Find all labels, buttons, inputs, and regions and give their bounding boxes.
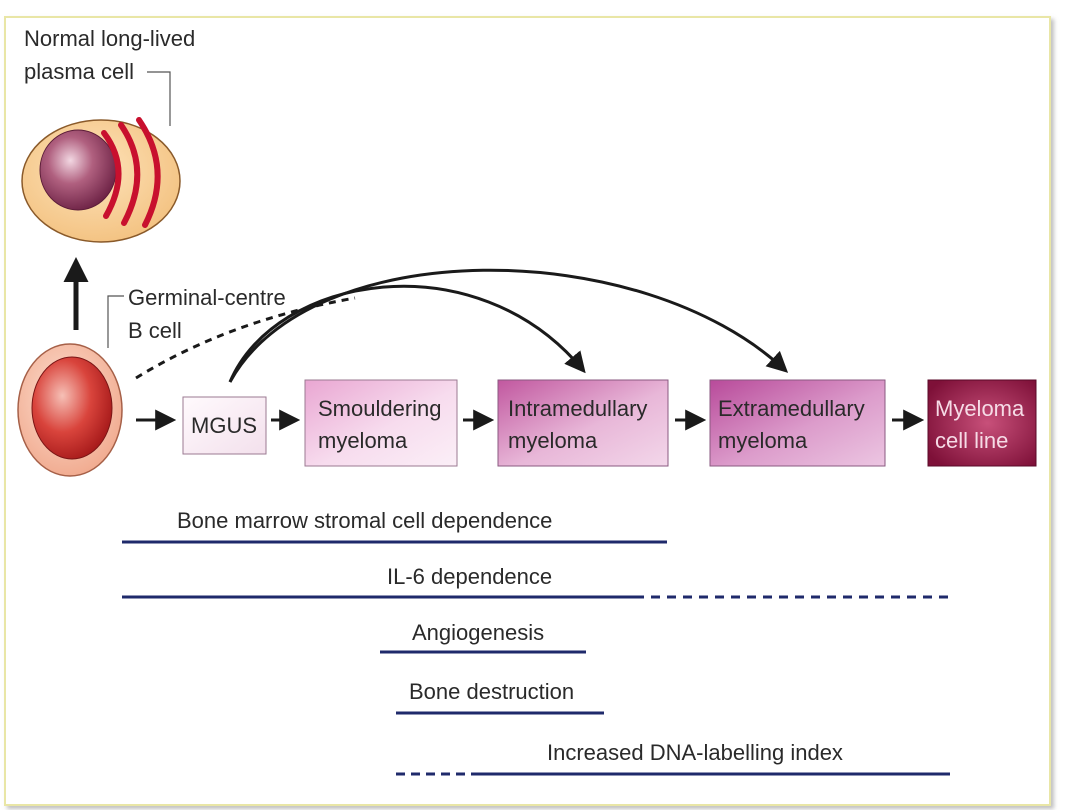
stage-mgus: MGUS xyxy=(182,396,267,455)
b-cell-label-line1: Germinal-centre xyxy=(128,285,286,310)
feature-label: Bone destruction xyxy=(409,679,574,704)
feature-il6-dependence: IL-6 dependence xyxy=(122,564,950,599)
plasma-cell xyxy=(21,117,181,243)
stage-cell-line-label-line2: cell line xyxy=(935,428,1008,453)
stage-mgus-label: MGUS xyxy=(191,413,257,438)
stage-cell-line-label-line1: Myeloma xyxy=(935,396,1025,421)
feature-label: Angiogenesis xyxy=(412,620,544,645)
arc-mgus-to-intramedullary xyxy=(228,284,586,383)
stage-cell-line-box xyxy=(927,379,1037,467)
stage-extramedullary-label-line1: Extramedullary xyxy=(718,396,865,421)
germinal-centre-b-cell xyxy=(17,343,123,477)
b-cell-leader-line xyxy=(107,295,124,348)
stage-mgus-box xyxy=(182,396,267,455)
stage-extramedullary-label-line2: myeloma xyxy=(718,428,808,453)
feature-label: IL-6 dependence xyxy=(387,564,552,589)
feature-angiogenesis: Angiogenesis xyxy=(380,620,586,654)
b-cell-label-line2: B cell xyxy=(128,318,182,343)
stage-intramedullary-label-line2: myeloma xyxy=(508,428,598,453)
stage-smouldering-box xyxy=(304,379,458,467)
feature-label: Increased DNA-labelling index xyxy=(547,740,843,765)
dashed-transformation-path xyxy=(135,296,356,380)
b-cell-nucleus xyxy=(31,356,113,460)
plasma-cell-nucleus xyxy=(39,129,117,211)
stage-smouldering-label-line1: Smouldering xyxy=(318,396,442,421)
stage-intramedullary-label-line1: Intramedullary xyxy=(508,396,647,421)
stage-myeloma-cell-line: Myeloma cell line xyxy=(927,379,1037,467)
stage-extramedullary-box xyxy=(709,379,886,467)
feature-increased-dna-labelling-index: Increased DNA-labelling index xyxy=(396,740,950,776)
feature-bone-destruction: Bone destruction xyxy=(396,679,604,715)
stage-intramedullary-myeloma: Intramedullary myeloma xyxy=(497,379,669,467)
arc-mgus-to-extramedullary xyxy=(228,268,789,383)
stage-intramedullary-box xyxy=(497,379,669,467)
rough-er-icon xyxy=(101,117,161,228)
plasma-cell-label-line2: plasma cell xyxy=(24,59,134,84)
feature-bone-marrow-stromal-dependence: Bone marrow stromal cell dependence xyxy=(122,508,667,544)
stage-extramedullary-myeloma: Extramedullary myeloma xyxy=(709,379,886,467)
plasma-cell-leader-line xyxy=(147,71,171,126)
feature-label: Bone marrow stromal cell dependence xyxy=(177,508,552,533)
stage-smouldering-label-line2: myeloma xyxy=(318,428,408,453)
stage-smouldering-myeloma: Smouldering myeloma xyxy=(304,379,458,467)
plasma-cell-label-line1: Normal long-lived xyxy=(24,26,195,51)
